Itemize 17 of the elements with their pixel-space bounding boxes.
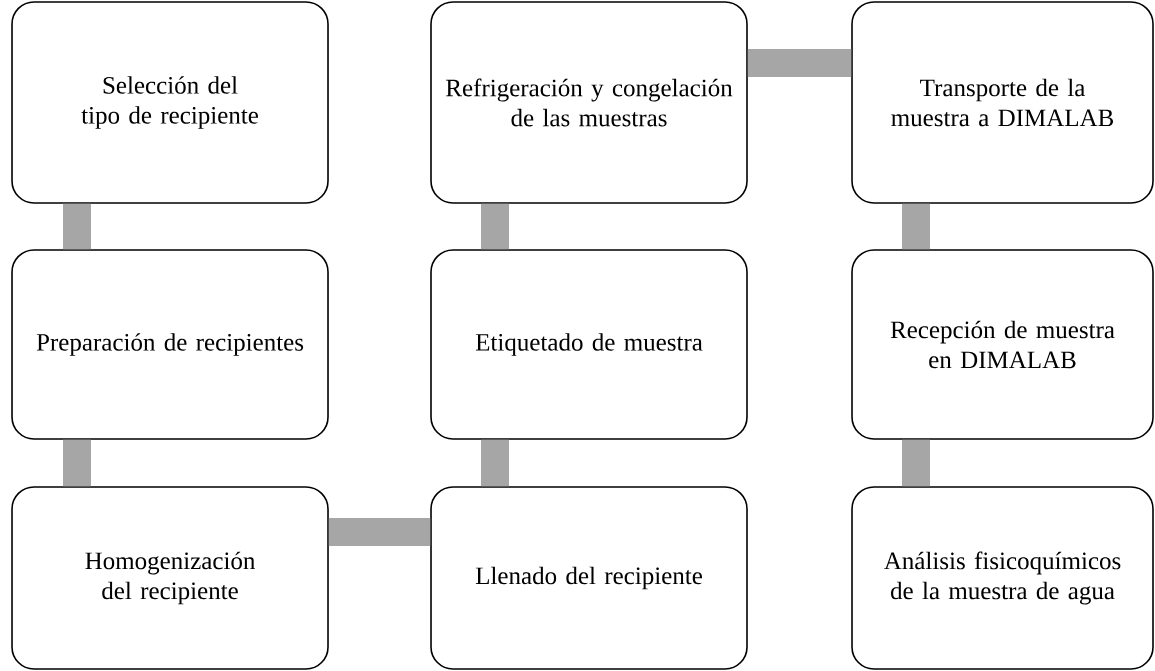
process-box: Selección del tipo de recipiente <box>11 1 329 204</box>
process-box: Preparación de recipientes <box>11 249 329 440</box>
process-box: Análisis fisicoquímicos de la muestra de agua <box>851 486 1154 670</box>
connector-bar <box>63 439 91 487</box>
process-box: Llenado del recipiente <box>430 486 748 670</box>
process-box: Refrigeración y congelación de las muestras <box>430 1 748 204</box>
connector-bar <box>63 203 91 250</box>
connector-bar <box>902 439 930 487</box>
connector-bar <box>902 203 930 250</box>
connector-bar <box>747 49 852 77</box>
connector-bar <box>481 439 509 487</box>
process-box: Etiquetado de muestra <box>430 249 748 440</box>
process-box: Recepción de muestra en DIMALAB <box>851 249 1154 440</box>
process-box: Homogenización del recipiente <box>11 486 329 670</box>
process-box: Transporte de la muestra a DIMALAB <box>851 1 1154 204</box>
connector-bar <box>481 203 509 250</box>
connector-bar <box>328 518 431 546</box>
